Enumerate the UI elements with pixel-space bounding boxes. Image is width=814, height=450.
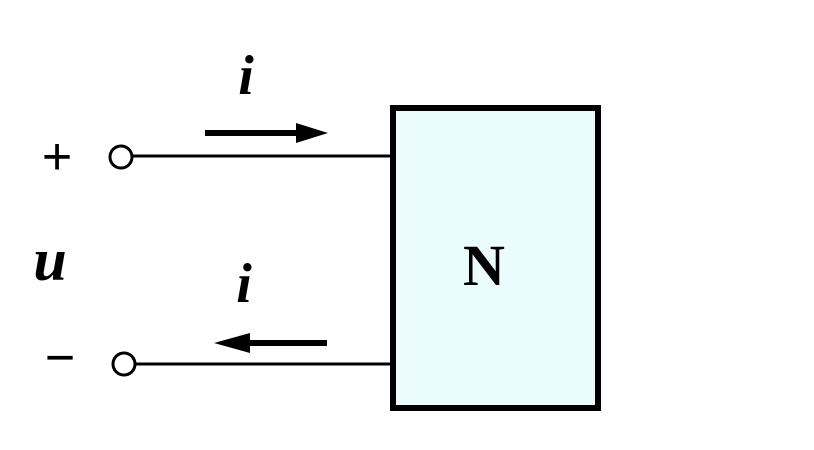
current-bottom-label: i <box>236 253 252 315</box>
minus-sign: − <box>45 329 75 387</box>
block-label: N <box>463 233 505 298</box>
bottom-current-arrow <box>214 333 327 353</box>
plus-sign: + <box>42 128 72 186</box>
voltage-label: u <box>33 227 66 293</box>
top-current-arrow <box>205 123 328 143</box>
top-terminal <box>108 144 134 170</box>
current-top-label: i <box>238 45 254 107</box>
network-block <box>390 105 601 411</box>
bottom-terminal <box>111 351 137 377</box>
